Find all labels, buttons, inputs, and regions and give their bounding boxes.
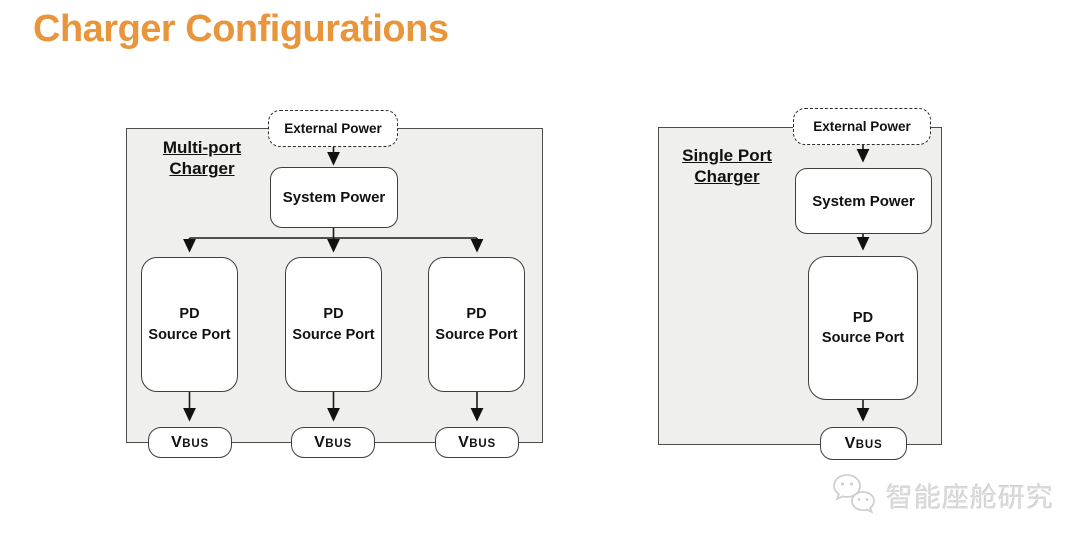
pd-source-port-box-single: PD Source Port: [808, 256, 918, 400]
vbus-box-2: VBUS: [291, 427, 375, 458]
external-power-box-single: External Power: [793, 108, 931, 145]
single-port-charger-label: Single Port Charger: [682, 146, 772, 187]
vbus-box-single: VBUS: [820, 427, 907, 460]
external-power-box-multi: External Power: [268, 110, 398, 147]
vbus-box-1: VBUS: [148, 427, 232, 458]
watermark: 智能座舱研究: [830, 466, 1075, 524]
system-power-box-single: System Power: [795, 168, 932, 234]
pd-source-port-box-3: PD Source Port: [428, 257, 525, 392]
pd-source-port-box-2: PD Source Port: [285, 257, 382, 392]
page-title: Charger Configurations: [33, 8, 449, 50]
wechat-icon: [833, 474, 875, 514]
system-power-box-multi: System Power: [270, 167, 398, 228]
watermark-text: 智能座舱研究: [886, 482, 1054, 513]
multi-port-charger-label: Multi-port Charger: [162, 138, 242, 179]
vbus-box-3: VBUS: [435, 427, 519, 458]
pd-source-port-box-1: PD Source Port: [141, 257, 238, 392]
